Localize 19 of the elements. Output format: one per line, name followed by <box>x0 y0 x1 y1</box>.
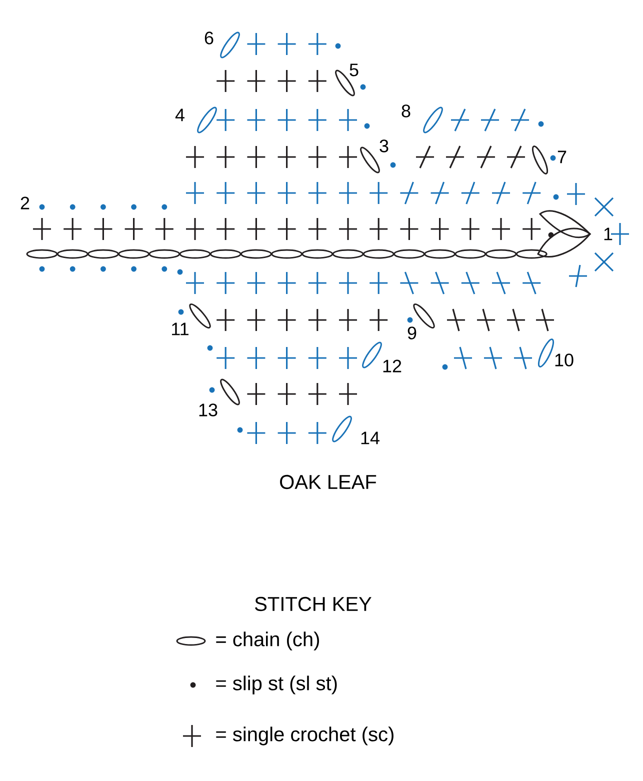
row-number: 7 <box>558 150 566 164</box>
row-number: 1 <box>604 228 612 240</box>
row-number: 14 <box>361 432 380 444</box>
row-number: 12 <box>383 360 402 372</box>
legend-text: = chain (ch) <box>216 632 319 650</box>
caption: OAK LEAF <box>280 474 376 490</box>
row-number: 2 <box>20 196 30 210</box>
row-number: 4 <box>175 108 184 122</box>
row-number: 6 <box>204 32 214 44</box>
row-number: 10 <box>555 354 574 366</box>
legend-text: = single crochet (sc) <box>216 726 394 746</box>
row-number: 3 <box>380 140 388 152</box>
chart-heading: STITCH KEY <box>255 596 372 612</box>
row-number: 8 <box>402 104 410 118</box>
row-number: 9 <box>408 326 416 340</box>
row-number: 13 <box>199 404 218 416</box>
legend-text: = slip st (sl st) <box>216 676 337 694</box>
row-number: 11 <box>172 322 188 336</box>
row-number: 5 <box>350 64 358 76</box>
